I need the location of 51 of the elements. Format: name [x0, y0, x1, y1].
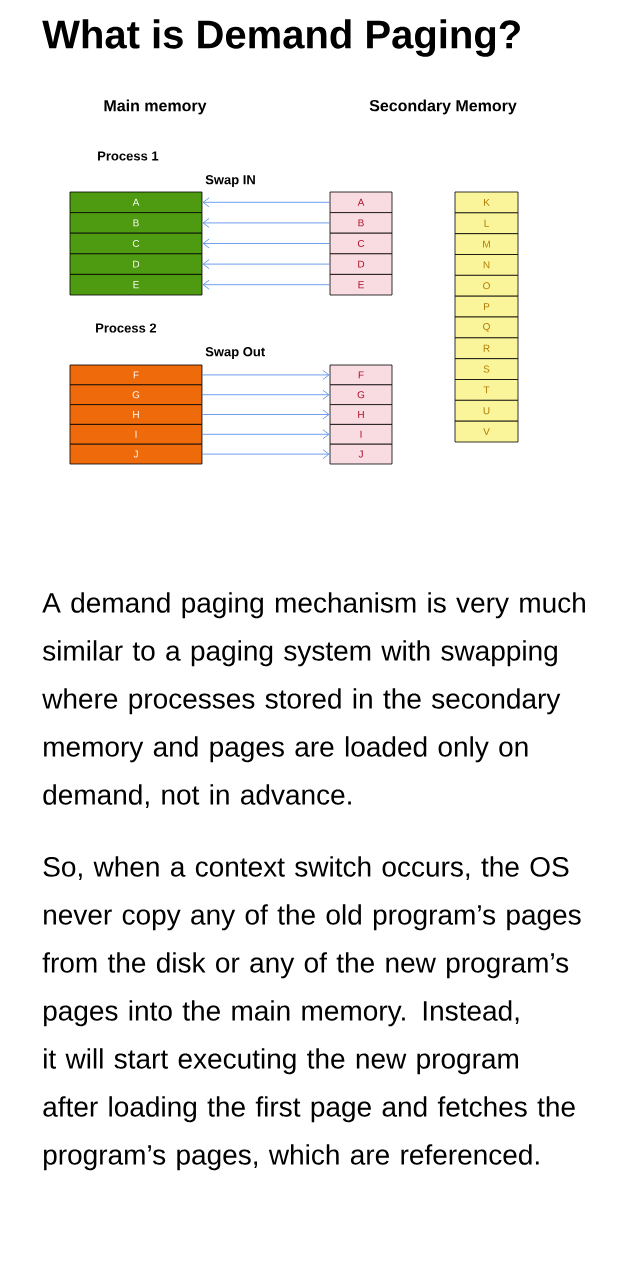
arrow — [202, 197, 330, 208]
arrow — [202, 370, 330, 380]
page-cell: C — [329, 232, 393, 255]
title: What is Demand Paging? — [42, 19, 520, 57]
page-cell: B — [329, 212, 393, 234]
page-cell: H — [329, 404, 393, 425]
page-cell: O — [454, 274, 519, 297]
page-cell: C — [69, 232, 203, 255]
page-cell: S — [454, 358, 519, 380]
page-cell: I — [69, 424, 203, 445]
page-cell: U — [454, 399, 519, 422]
arrow — [202, 409, 330, 420]
column-heading: Main memory — [104, 99, 207, 115]
page-cell: P — [454, 295, 519, 318]
page-cell: N — [454, 254, 519, 276]
page-cell: M — [454, 233, 519, 255]
column-heading: Secondary Memory — [369, 99, 517, 115]
page-cell: I — [329, 424, 393, 445]
paragraph: A demand paging mechanism is very much similar to a paging system with swapping where processes stored in the secondary memory and pages are loaded only on demand, not in advance. — [42, 592, 585, 809]
page-cell: J — [329, 443, 393, 465]
arrow — [202, 449, 330, 459]
page-cell: F — [69, 364, 203, 386]
paragraph: So, when a context switch occurs, the OS never copy any of the old program’s pages from the disk or any of the new program’s pages into the main memory. Instead, it will start executing the new program after loading the first page and fetches the program’s pages, which are referenced. — [42, 856, 581, 1171]
page-cell: G — [329, 384, 393, 405]
page-cell: A — [69, 191, 203, 213]
page-cell: J — [69, 443, 203, 465]
page-cell: E — [69, 274, 203, 296]
page-cell: V — [454, 420, 519, 443]
page-cell: B — [69, 212, 203, 234]
arrow — [202, 279, 330, 290]
page-cell: R — [454, 337, 519, 360]
page-cell: K — [454, 191, 519, 214]
page-cell: F — [329, 364, 393, 386]
process-label: Process 2 — [96, 323, 157, 333]
page-cell: A — [329, 191, 393, 213]
arrow — [202, 238, 330, 249]
page-cell: L — [454, 212, 519, 235]
page-cell: Q — [454, 316, 519, 339]
arrow — [202, 218, 330, 228]
page-cell: H — [69, 404, 203, 425]
arrow — [202, 259, 330, 269]
arrow-group-label: Swap IN — [205, 175, 255, 187]
arrow — [202, 429, 330, 440]
arrow-group-label: Swap Out — [205, 347, 265, 359]
process-label: Process 1 — [98, 151, 159, 161]
page-cell: G — [69, 384, 203, 405]
page-cell: T — [454, 379, 519, 401]
page-cell: D — [329, 253, 393, 275]
arrow — [202, 389, 330, 400]
page-cell: E — [329, 274, 393, 296]
page-cell: D — [69, 253, 203, 275]
